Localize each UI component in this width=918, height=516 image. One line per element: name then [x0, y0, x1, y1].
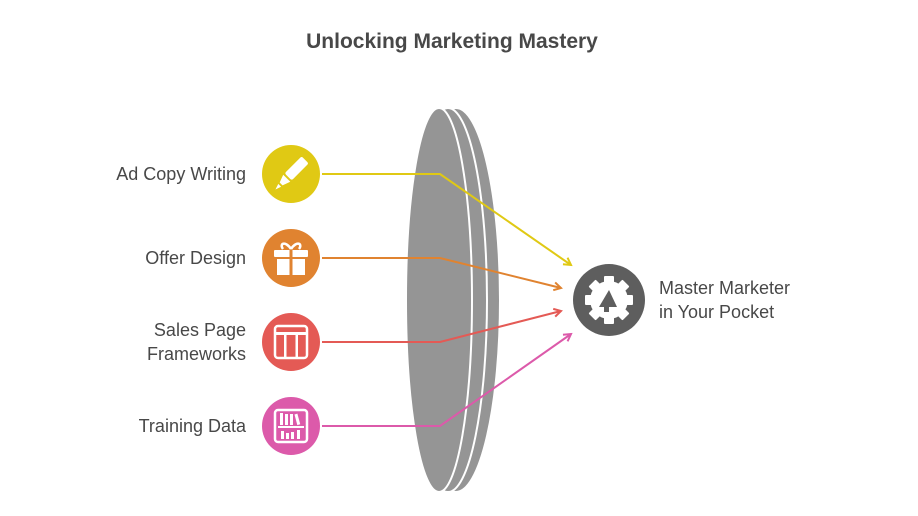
- label-sales-page: Sales Page Frameworks: [147, 318, 246, 366]
- connector-sales-page: [322, 311, 561, 343]
- bookshelf-icon: [262, 397, 320, 455]
- output-line2: in Your Pocket: [659, 302, 775, 322]
- gift-icon: [262, 229, 320, 287]
- connector-ad-copy: [322, 173, 571, 265]
- label-sales-page-line1: Sales Page: [153, 320, 246, 340]
- gear-megaphone-icon: [573, 264, 645, 336]
- label-ad-copy: Ad Copy Writing: [116, 164, 246, 184]
- layout-icon: [262, 313, 320, 371]
- output-label: Master Marketer in Your Pocket: [659, 276, 790, 324]
- label-sales-page-line2: Frameworks: [146, 344, 246, 364]
- lens: [405, 107, 501, 493]
- diagram-title: Unlocking Marketing Mastery: [306, 30, 598, 53]
- output-line1: Master Marketer: [659, 278, 791, 298]
- highlighter-icon: [262, 145, 320, 203]
- label-offer-design: Offer Design: [145, 248, 246, 268]
- label-training-data: Training Data: [138, 416, 246, 436]
- connector-offer: [322, 257, 561, 288]
- connector-training: [322, 334, 571, 427]
